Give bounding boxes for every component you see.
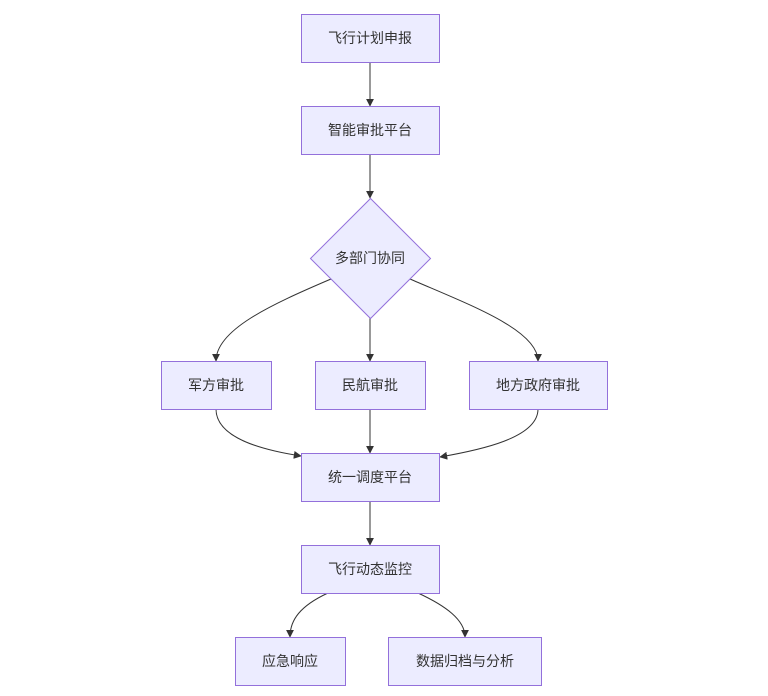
node-monitoring-label: 飞行动态监控 bbox=[328, 562, 412, 578]
node-local-gov[interactable]: 地方政府审批 bbox=[469, 361, 608, 410]
edge-multi-dept-to-local-gov bbox=[409, 278, 542, 362]
edge-local-gov-to-dispatch bbox=[439, 408, 539, 460]
node-archive-label: 数据归档与分析 bbox=[416, 653, 514, 670]
edge-monitoring-to-archive bbox=[417, 592, 469, 638]
node-local-gov-label: 地方政府审批 bbox=[496, 378, 580, 394]
edges bbox=[212, 62, 542, 638]
edge-multi-dept-to-military bbox=[212, 278, 332, 362]
node-dispatch-label: 统一调度平台 bbox=[328, 470, 412, 486]
edge-military-to-dispatch bbox=[215, 408, 302, 459]
edge-monitoring-to-emergency bbox=[286, 592, 329, 638]
node-military-label: 军方审批 bbox=[188, 378, 244, 394]
node-emergency[interactable]: 应急响应 bbox=[235, 637, 346, 686]
node-smart-approval-label: 智能审批平台 bbox=[328, 123, 412, 139]
node-emergency-label: 应急响应 bbox=[262, 653, 318, 670]
node-flight-plan-label: 飞行计划申报 bbox=[328, 31, 412, 47]
node-multi-dept[interactable]: 多部门协同 bbox=[309, 197, 432, 320]
node-military[interactable]: 军方审批 bbox=[161, 361, 272, 410]
node-archive[interactable]: 数据归档与分析 bbox=[388, 637, 542, 686]
node-multi-dept-label: 多部门协同 bbox=[335, 250, 405, 267]
node-civil-aviation-label: 民航审批 bbox=[342, 378, 398, 394]
node-monitoring[interactable]: 飞行动态监控 bbox=[301, 545, 440, 594]
node-smart-approval[interactable]: 智能审批平台 bbox=[301, 106, 440, 155]
node-flight-plan[interactable]: 飞行计划申报 bbox=[301, 14, 440, 63]
node-civil-aviation[interactable]: 民航审批 bbox=[315, 361, 426, 410]
node-dispatch[interactable]: 统一调度平台 bbox=[301, 453, 440, 502]
